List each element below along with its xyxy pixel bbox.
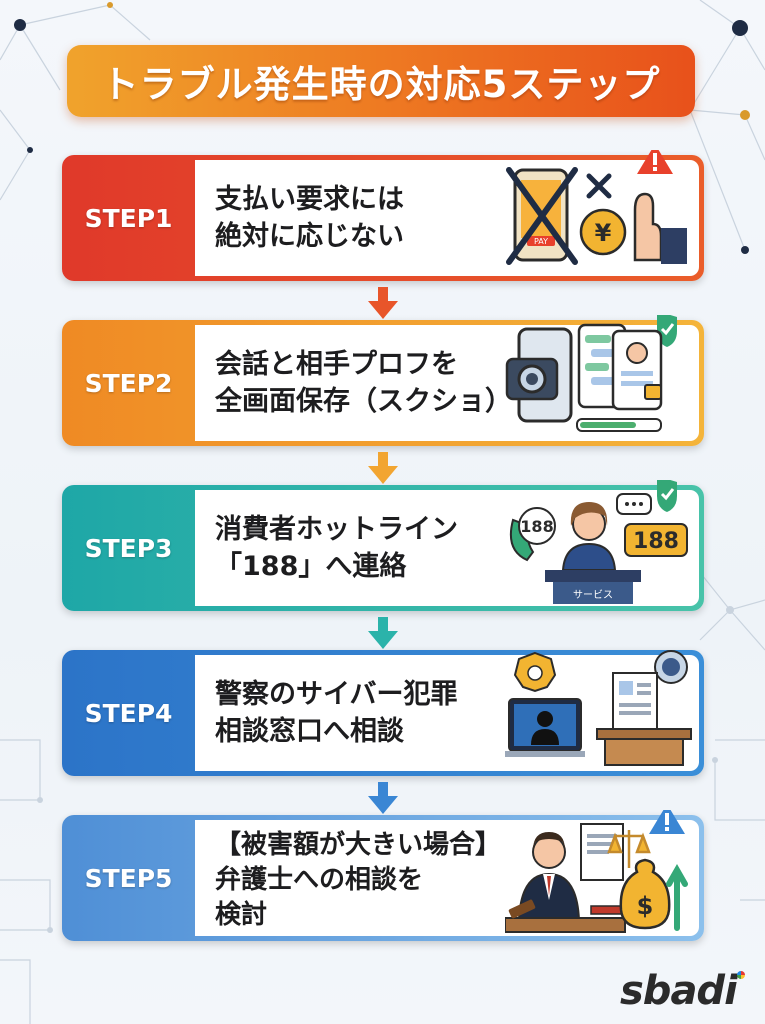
step-description: 会話と相手プロフを 全画面保存（スクショ） — [215, 349, 512, 417]
step-card: 支払い要求には 絶対に応じない PAY ¥ — [195, 150, 699, 276]
title-banner: トラブル発生時の対応5ステップ — [67, 45, 695, 117]
step-card: 消費者ホットライン 「188」へ連絡 188 サービス 188 — [195, 480, 699, 606]
no-payment-illustration-icon: PAY ¥ — [506, 150, 687, 265]
hotline-operator-illustration-icon: 188 サービス 188 — [509, 480, 688, 604]
svg-text:188: 188 — [520, 517, 553, 536]
step-description: 支払い要求には 絶対に応じない — [215, 184, 404, 252]
step-label: STEP5 — [84, 863, 173, 893]
step-label: STEP4 — [84, 698, 173, 728]
step-card: 警察のサイバー犯罪 相談窓口へ相談 — [195, 650, 699, 771]
svg-text:$: $ — [637, 892, 654, 920]
arrow-down-icon — [368, 617, 398, 649]
step-5: STEP5 【被害額が大きい場合】 弁護士への相談を 検討 $ — [62, 810, 704, 941]
arrow-down-icon — [368, 452, 398, 484]
step-label: STEP3 — [84, 533, 173, 563]
step-1: STEP1 支払い要求には 絶対に応じない PAY ¥ — [62, 150, 704, 281]
logo-dot-icon — [737, 971, 745, 979]
page-title: トラブル発生時の対応5ステップ — [101, 63, 661, 106]
step-4: STEP4 警察のサイバー犯罪 相談窓口へ相談 — [62, 650, 704, 776]
arrow-down-icon — [368, 782, 398, 814]
svg-text:188: 188 — [633, 529, 679, 554]
screenshot-camera-illustration-icon — [505, 315, 677, 432]
step-2: STEP2 会話と相手プロフを 全画面保存（スクショ） — [62, 315, 704, 446]
step-description: 警察のサイバー犯罪 相談窓口へ相談 — [215, 679, 458, 747]
police-cyber-crime-illustration-icon — [505, 650, 692, 766]
svg-text:PAY: PAY — [534, 237, 548, 246]
step-label: STEP2 — [84, 368, 173, 398]
svg-text:¥: ¥ — [595, 219, 612, 247]
svg-text:サービス: サービス — [573, 589, 613, 601]
step-label: STEP1 — [84, 203, 173, 233]
arrow-down-icon — [368, 287, 398, 319]
step-card: 会話と相手プロフを 全画面保存（スクショ） — [195, 315, 699, 441]
brand-logo: sbadi — [620, 968, 738, 1014]
step-card: 【被害額が大きい場合】 弁護士への相談を 検討 $ — [195, 810, 699, 936]
step-description: 消費者ホットライン 「188」へ連絡 — [215, 514, 458, 582]
step-3: STEP3 消費者ホットライン 「188」へ連絡 188 サービス 188 — [62, 480, 704, 611]
lawyer-consultation-illustration-icon: $ — [505, 810, 688, 933]
step-description: 【被害額が大きい場合】 弁護士への相談を 検討 — [215, 830, 502, 930]
